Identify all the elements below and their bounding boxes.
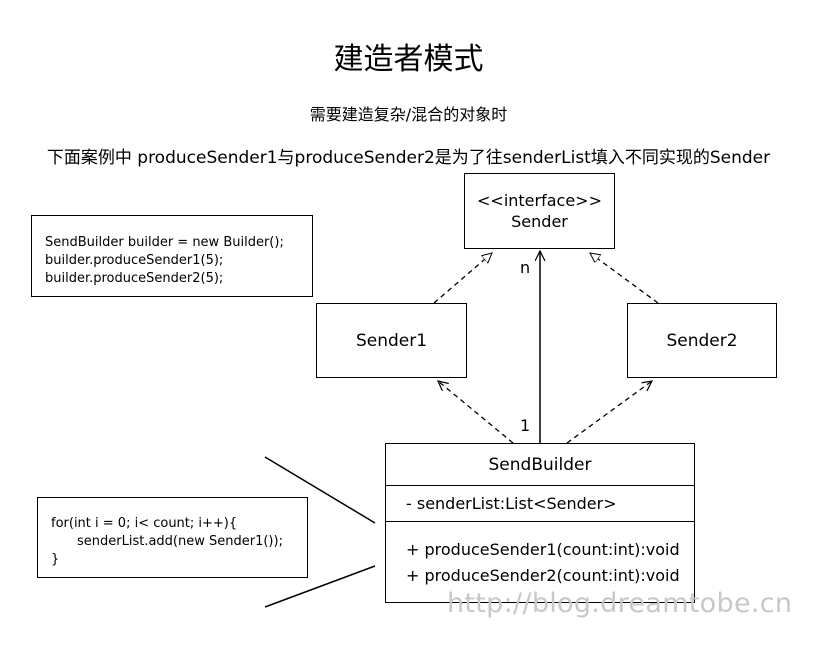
sender-interface-box: <<interface>> Sender (464, 173, 615, 249)
realization-sender2 (590, 253, 659, 304)
code-line-1: SendBuilder builder = new Builder(); (45, 235, 284, 250)
multiplicity-many: n (520, 258, 531, 277)
loop-line-3: } (51, 552, 60, 567)
sender1-box: Sender1 (316, 303, 467, 378)
callout-line-upper (264, 456, 376, 524)
watermark-text: http://blog.dreamtobe.cn (447, 588, 793, 619)
operation-produce-sender1: + produceSender1(count:int):void (406, 540, 680, 559)
code-line-3: builder.produceSender2(5); (45, 271, 224, 286)
multiplicity-one: 1 (520, 416, 531, 435)
loop-line-1: for(int i = 0; i< count; i++){ (51, 516, 238, 531)
dependency-sender2 (566, 381, 652, 444)
sender2-box: Sender2 (627, 303, 777, 378)
interface-name: Sender (511, 212, 568, 231)
client-code-note: SendBuilder builder = new Builder(); bui… (31, 215, 313, 297)
diagram-description: 下面案例中 produceSender1与produceSender2是为了往s… (46, 148, 771, 168)
sender2-name: Sender2 (666, 330, 738, 351)
send-builder-name: SendBuilder (386, 444, 694, 486)
code-line-2: builder.produceSender1(5); (45, 253, 224, 268)
diagram-title: 建造者模式 (333, 42, 484, 77)
send-builder-class: SendBuilder - senderList:List<Sender> + … (385, 443, 695, 603)
realization-sender1 (433, 253, 492, 304)
send-builder-operations: + produceSender1(count:int):void + produ… (406, 537, 680, 589)
operation-produce-sender2: + produceSender2(count:int):void (406, 566, 680, 585)
dependency-sender1 (438, 381, 514, 444)
send-builder-attribute: - senderList:List<Sender> (386, 486, 694, 522)
loop-code-note: for(int i = 0; i< count; i++){ senderLis… (37, 497, 308, 578)
callout-line-lower (264, 565, 376, 608)
sender1-name: Sender1 (355, 330, 428, 351)
loop-line-2: senderList.add(new Sender1()); (77, 534, 283, 549)
diagram-subtitle: 需要建造复杂/混合的对象时 (309, 105, 508, 124)
interface-stereotype: <<interface>> (477, 191, 602, 210)
